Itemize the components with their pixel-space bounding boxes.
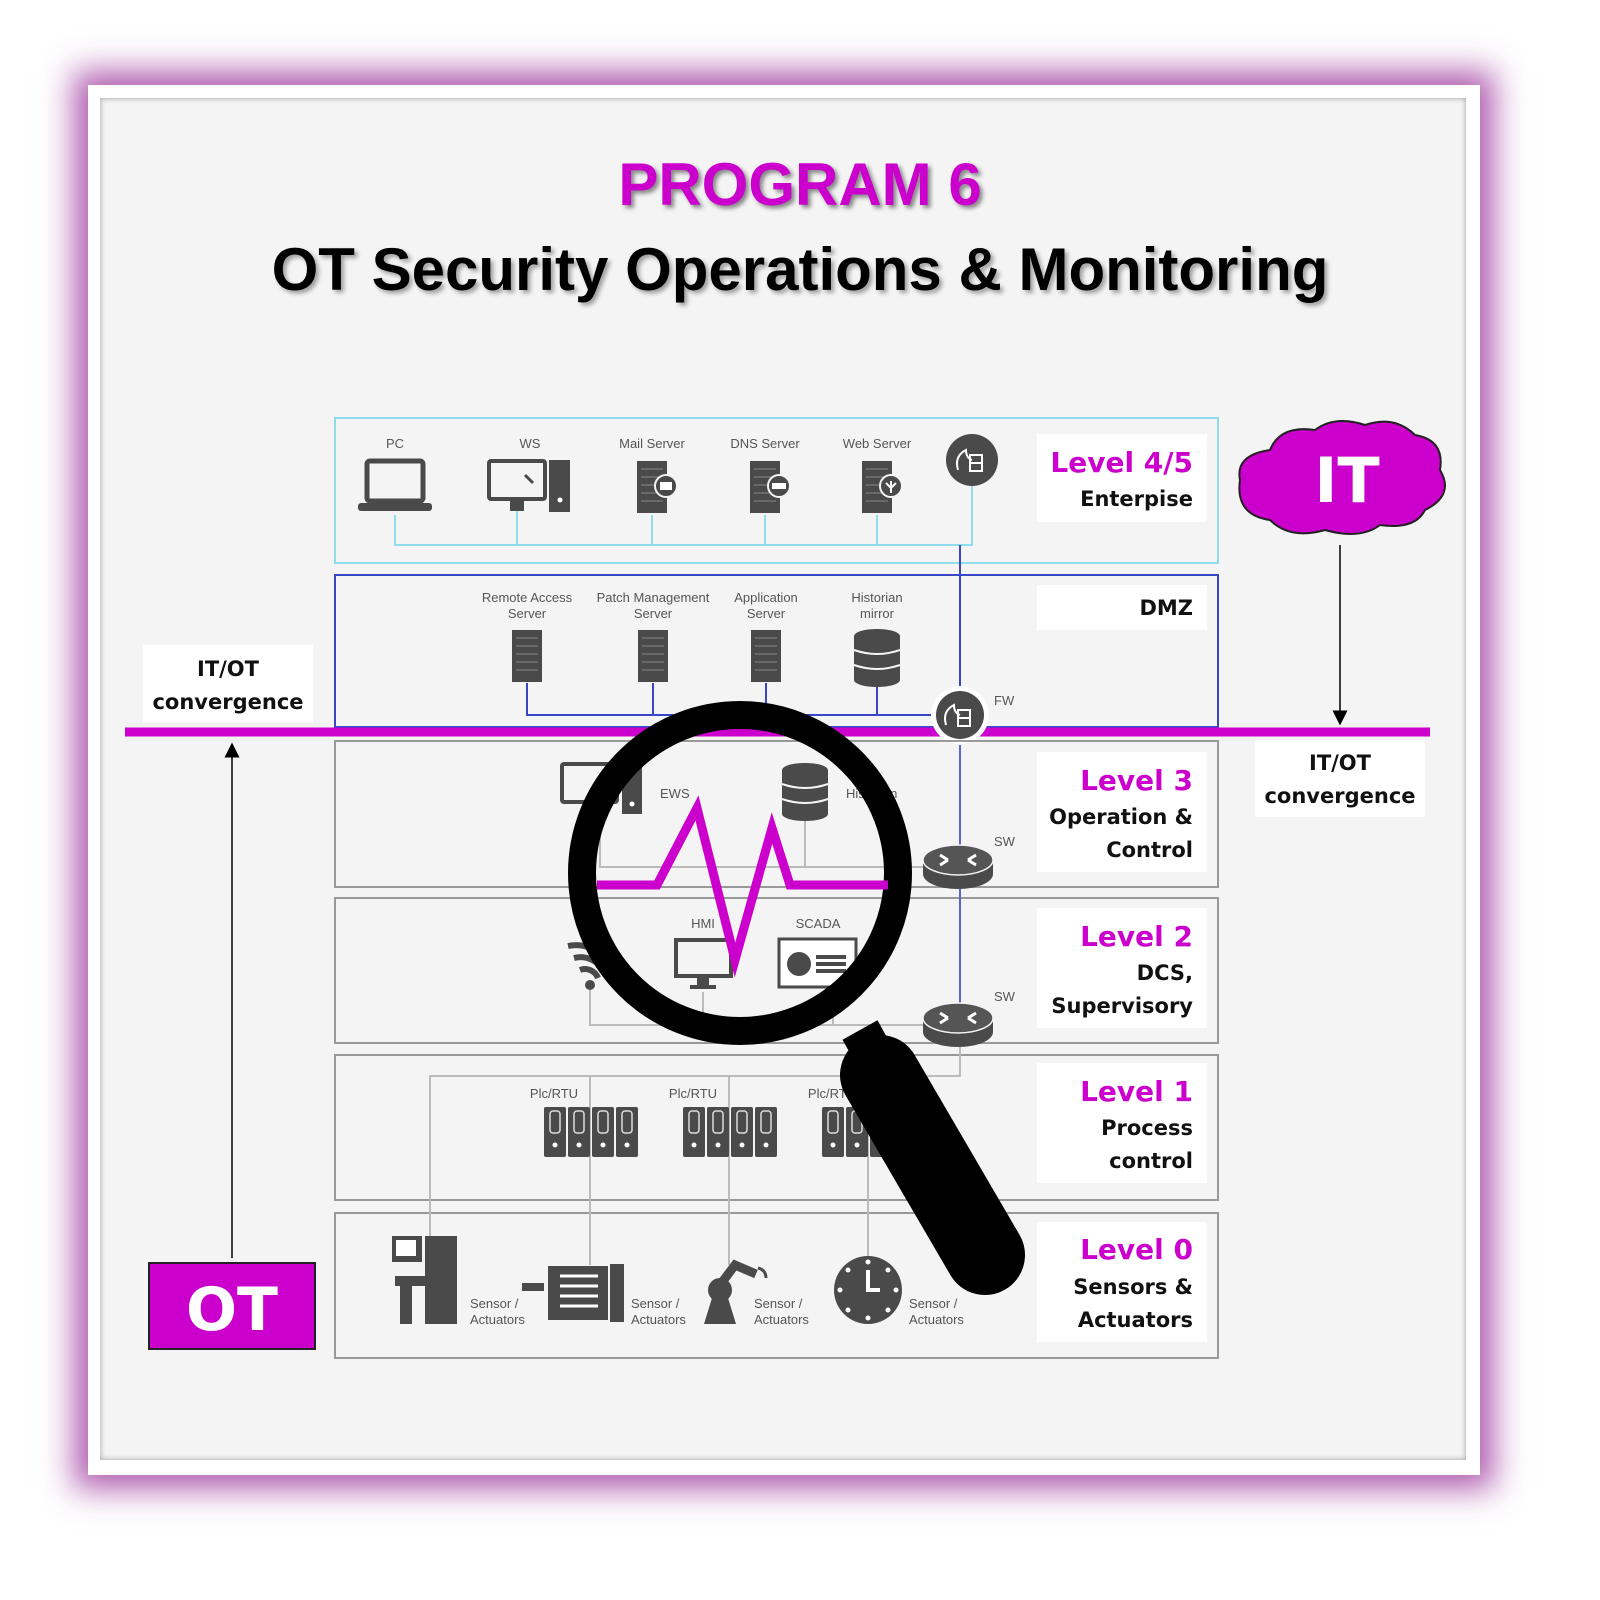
scada-label: SCADA [796, 916, 841, 931]
sensor-label-1: Sensor /Actuators [470, 1296, 525, 1327]
sensor-label-3: Sensor /Actuators [754, 1296, 809, 1327]
dmz-bus [526, 545, 961, 716]
level-0-zone [334, 1212, 1219, 1359]
heartbeat-pulse-icon [597, 795, 888, 978]
level-3-desc-2: Control [1106, 838, 1193, 862]
ot-label: OT [186, 1275, 278, 1345]
level-1-desc-1: Process [1101, 1116, 1193, 1140]
level-4-5-title: Level 4/5 [1050, 446, 1193, 479]
plc-label-1: Plc/RTU [530, 1086, 578, 1101]
level-3-title: Level 3 [1080, 764, 1193, 797]
level-labels: Level 4/5 Enterpise DMZ Level 3 Operatio… [1037, 434, 1207, 1342]
machine-tool-icon [392, 1236, 457, 1324]
motor-icon [522, 1264, 624, 1322]
mail-server-icon [636, 460, 678, 514]
historian-db-icon [781, 762, 829, 822]
level-0-desc-2: Actuators [1078, 1308, 1193, 1332]
level-4-5-desc: Enterpise [1080, 487, 1193, 511]
level-4-5-zone [334, 417, 1219, 564]
historian-mirror-db-icon [853, 628, 901, 688]
robot-arm-icon [704, 1259, 768, 1324]
enterprise-bus [394, 485, 973, 546]
program-title: PROGRAM 6 [618, 151, 982, 218]
convergence-left-box [143, 645, 313, 723]
level-2-desc-2: Supervisory [1051, 994, 1193, 1018]
remote-access-server-icon [511, 629, 543, 683]
level-3-desc-1: Operation & [1049, 805, 1193, 829]
firewall-icon [931, 686, 989, 744]
level-0-title: Level 0 [1080, 1233, 1193, 1266]
web-server-icon [861, 460, 903, 514]
ws-label: WS [520, 436, 541, 451]
level-3-zone [334, 740, 1219, 888]
workstation-icon [487, 459, 570, 512]
application-server-icon [750, 629, 782, 683]
pc-label: PC [386, 436, 404, 451]
sw-label-1: SW [994, 834, 1016, 849]
web-server-label: Web Server [843, 436, 912, 451]
level-1-desc-2: control [1109, 1149, 1193, 1173]
hmi-label: HMI [691, 916, 715, 931]
enterprise-firewall-icon [946, 434, 998, 486]
dns-server-label: DNS Server [730, 436, 800, 451]
ews-label: EWS [660, 786, 690, 801]
it-label: IT [1314, 444, 1379, 517]
plc-label-2: Plc/RTU [669, 1086, 717, 1101]
level-0-desc-1: Sensors & [1073, 1275, 1193, 1299]
level-1-zone [334, 1054, 1219, 1201]
level-2-zone [334, 897, 1219, 1044]
fw-label: FW [994, 693, 1015, 708]
sensor-label-2: Sensor /Actuators [631, 1296, 686, 1327]
page-title: OT Security Operations & Monitoring [271, 236, 1329, 303]
sensor-label-4: Sensor /Actuators [909, 1296, 964, 1327]
dns-server-icon [749, 460, 791, 514]
hmi-monitor-icon [674, 938, 733, 989]
it-cloud-badge: IT [1238, 420, 1446, 535]
level-2-title: Level 2 [1080, 920, 1193, 953]
convergence-right-box [1255, 740, 1425, 817]
magnifier-icon [568, 701, 1025, 1295]
laptop-icon [358, 458, 432, 511]
mail-server-label: Mail Server [619, 436, 685, 451]
level2-switch-icon [921, 1001, 995, 1049]
ot-badge: OT [148, 1262, 316, 1350]
dmz-title: DMZ [1139, 596, 1193, 620]
level3-switch-icon [921, 843, 995, 891]
level-1-title: Level 1 [1080, 1075, 1193, 1108]
clock-gauge-icon [834, 1256, 902, 1324]
sw-label-2: SW [994, 989, 1016, 1004]
level-2-desc-1: DCS, [1137, 961, 1193, 985]
patch-management-server-icon [637, 629, 669, 683]
